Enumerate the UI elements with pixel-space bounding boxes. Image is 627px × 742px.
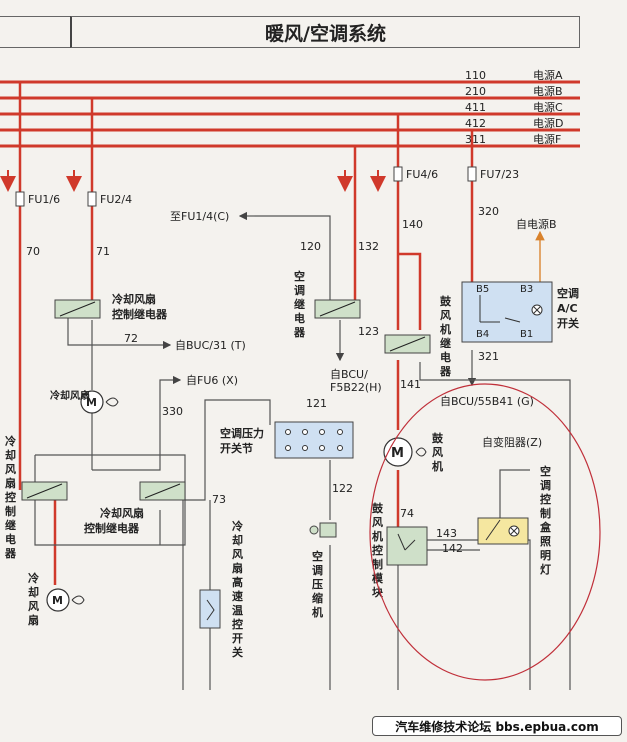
- wire-72: 72: [124, 332, 138, 345]
- label-fan-temp-switch: 冷却风扇高速温控开关: [232, 519, 243, 659]
- wire-70: 70: [26, 245, 40, 258]
- fuse-fu4-6: [393, 166, 403, 182]
- fuses: [15, 166, 477, 207]
- ref-from-bcu-a: 自BCU/: [330, 368, 368, 381]
- label-blower-relay: 鼓风机继电器: [439, 294, 452, 378]
- ref-from-power-b: 自电源B: [516, 217, 557, 231]
- pin-b5: B5: [476, 284, 489, 295]
- fuse-fu2-4-label: FU2/4: [100, 193, 132, 206]
- label-fan-relay-left: 冷却风扇控制继电器: [4, 434, 17, 560]
- wire-141: 141: [400, 378, 421, 391]
- label-fan-relay-top-2: 控制继电器: [112, 307, 168, 321]
- ac-box-light: [477, 517, 529, 545]
- label-fan-top: 冷却风扇: [50, 389, 90, 402]
- rail-labels: 110 电源A 210 电源B 411 电源C 412 电源D 311 电源F: [465, 68, 563, 146]
- ac-pressure-switch: [274, 421, 354, 459]
- fuse-fu7-23-label: FU7/23: [480, 168, 519, 181]
- wire-132: 132: [358, 240, 379, 253]
- label-ac-pressure-1: 空调压力: [220, 426, 264, 440]
- wire-73: 73: [212, 493, 226, 506]
- fuse-fu1-6-label: FU1/6: [28, 193, 60, 206]
- ref-from-bcu-55b41: 自BCU/55B41 (G): [440, 395, 534, 408]
- power-rails: [0, 80, 580, 148]
- rail-b-wire: 210: [465, 85, 486, 98]
- rail-b-name: 电源B: [533, 84, 563, 98]
- pin-b1: B1: [520, 329, 533, 340]
- fuse-fu4-6-label: FU4/6: [406, 168, 438, 181]
- label-ac-switch-3: 开关: [557, 316, 579, 330]
- rail-f-wire: 311: [465, 133, 486, 146]
- ref-to-fu1-4: 至FU1/4(C): [170, 210, 229, 223]
- label-fan-relay-mid-1: 冷却风扇: [100, 506, 144, 520]
- blower-control-module: [386, 526, 428, 566]
- pin-b3: B3: [520, 284, 533, 295]
- fuse-fu2-4: [87, 191, 97, 207]
- fuse-fu7-23: [467, 166, 477, 182]
- label-ac-switch-2: A/C: [557, 302, 578, 315]
- rail-c-wire: 411: [465, 101, 486, 114]
- ac-compressor-clutch: [319, 522, 337, 538]
- wire-320: 320: [478, 205, 499, 218]
- rail-a-name: 电源A: [533, 68, 563, 82]
- wire-142: 142: [442, 542, 463, 555]
- label-fan-relay-mid-2: 控制继电器: [84, 521, 140, 535]
- wire-321: 321: [478, 350, 499, 363]
- wire-122: 122: [332, 482, 353, 495]
- blower-motor: [383, 437, 413, 467]
- ref-from-resistor: 自变阻器(Z): [482, 435, 542, 449]
- wire-121: 121: [306, 397, 327, 410]
- label-ac-compressor: 空调压缩机: [312, 549, 323, 619]
- motors: [46, 390, 413, 612]
- fan-motor-top: [80, 390, 104, 414]
- pin-b4: B4: [476, 329, 489, 340]
- title-bar-left: [0, 16, 70, 48]
- fan-motor-top-m: M: [86, 396, 97, 409]
- label-ac-box-light: 空调控制盒照明灯: [539, 464, 552, 576]
- label-fan-relay-top-1: 冷却风扇: [112, 292, 156, 306]
- label-blower: 鼓风机: [432, 431, 444, 473]
- power-drops: [0, 170, 386, 192]
- blower-motor-m: M: [391, 446, 404, 461]
- wire-120: 120: [300, 240, 321, 253]
- fan-motor-bottom-m: M: [52, 594, 63, 607]
- rail-d-wire: 412: [465, 117, 486, 130]
- highlight-circle: [369, 383, 601, 681]
- label-ac-relay: 空调继电器: [293, 269, 306, 339]
- ref-from-fu6: 自FU6 (X): [186, 374, 238, 387]
- rail-a-wire: 110: [465, 69, 486, 82]
- fuse-fu1-6: [15, 191, 25, 207]
- ref-from-buc31: 自BUC/31 (T): [175, 339, 246, 352]
- fan-motor-bottom: [46, 588, 70, 612]
- label-ac-pressure-2: 开关节: [220, 441, 253, 455]
- rail-c-name: 电源C: [533, 100, 563, 114]
- ref-from-bcu-b: F5B22(H): [330, 381, 382, 394]
- relays: [21, 299, 431, 501]
- wire-140: 140: [402, 218, 423, 231]
- forum-watermark: 汽车维修技术论坛 bbs.epbua.com: [372, 716, 622, 736]
- rail-f-name: 电源F: [533, 132, 561, 146]
- wire-71: 71: [96, 245, 110, 258]
- label-fan-bottom: 冷却风扇: [28, 571, 39, 627]
- wire-143: 143: [436, 527, 457, 540]
- label-ac-switch-1: 空调: [557, 286, 579, 300]
- rail-d-name: 电源D: [533, 116, 563, 130]
- fan-temp-switch: [199, 589, 221, 629]
- wire-74: 74: [400, 507, 414, 520]
- wire-330: 330: [162, 405, 183, 418]
- wire-123: 123: [358, 325, 379, 338]
- page-title: 暖风/空调系统: [70, 16, 580, 48]
